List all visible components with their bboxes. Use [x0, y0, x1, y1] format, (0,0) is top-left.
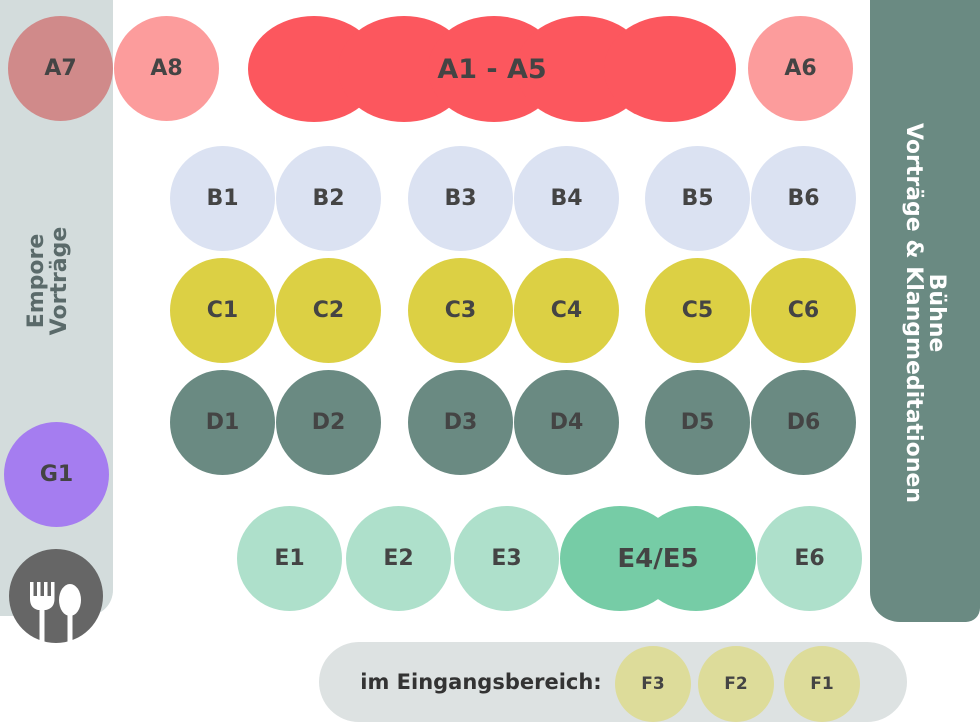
seat-b1[interactable]: B1 [170, 146, 275, 251]
seat-b6-label: B6 [787, 186, 820, 211]
seat-b2[interactable]: B2 [276, 146, 381, 251]
seat-f1[interactable]: F1 [784, 646, 860, 722]
seat-c6[interactable]: C6 [751, 258, 856, 363]
seat-f3[interactable]: F3 [615, 646, 691, 722]
seat-e2[interactable]: E2 [346, 506, 451, 611]
seat-c4-label: C4 [550, 298, 583, 323]
seat-e5-blob [636, 506, 756, 611]
empore-label: Empore Vorträge [23, 211, 73, 351]
fork-spoon-icon [8, 548, 104, 644]
seat-f1-label: F1 [810, 674, 834, 694]
seat-a7[interactable]: A7 [8, 16, 113, 121]
empore-line2: Vorträge [47, 226, 72, 336]
seat-c5-label: C5 [681, 298, 714, 323]
stage-area [870, 0, 980, 622]
seat-d1[interactable]: D1 [170, 370, 275, 475]
seat-d1-label: D1 [205, 410, 240, 435]
seat-d5-label: D5 [680, 410, 715, 435]
seat-d6[interactable]: D6 [751, 370, 856, 475]
seat-e3-label: E3 [491, 546, 522, 571]
seat-e4-e5-label: E4/E5 [617, 543, 699, 574]
seat-a6[interactable]: A6 [748, 16, 853, 121]
seat-g1-label: G1 [39, 462, 74, 487]
empore-line1: Empore [23, 233, 49, 329]
seat-f2[interactable]: F2 [698, 646, 774, 722]
seat-e6-label: E6 [794, 546, 825, 571]
seat-e2-label: E2 [383, 546, 414, 571]
seat-d4[interactable]: D4 [514, 370, 619, 475]
seat-c3-label: C3 [444, 298, 477, 323]
seat-c1[interactable]: C1 [170, 258, 275, 363]
entrance-label: im Eingangsbereich: [360, 670, 602, 694]
seat-d3[interactable]: D3 [408, 370, 513, 475]
seat-d3-label: D3 [443, 410, 478, 435]
seat-c6-label: C6 [787, 298, 820, 323]
seat-b5-label: B5 [681, 186, 714, 211]
seat-c5[interactable]: C5 [645, 258, 750, 363]
seat-a8-label: A8 [150, 56, 183, 81]
seat-d4-label: D4 [549, 410, 584, 435]
seat-a6-label: A6 [784, 56, 817, 81]
fork-spoon-icon-svg [9, 549, 103, 644]
seat-a8[interactable]: A8 [114, 16, 219, 121]
seat-b3-label: B3 [444, 186, 477, 211]
stage-label: Bühne Vorträge & Klangmeditationen [895, 123, 955, 503]
stage-line2: Vorträge & Klangmeditationen [901, 123, 926, 503]
seat-g1[interactable]: G1 [4, 422, 109, 527]
seat-b6[interactable]: B6 [751, 146, 856, 251]
seat-c2[interactable]: C2 [276, 258, 381, 363]
seat-d2[interactable]: D2 [276, 370, 381, 475]
seat-a5-blob [604, 16, 736, 122]
seat-e6[interactable]: E6 [757, 506, 862, 611]
seat-d6-label: D6 [786, 410, 821, 435]
seat-b3[interactable]: B3 [408, 146, 513, 251]
seat-a1-a5-label: A1 - A5 [437, 53, 547, 85]
seat-c1-label: C1 [206, 298, 239, 323]
seat-c4[interactable]: C4 [514, 258, 619, 363]
seat-c2-label: C2 [312, 298, 345, 323]
seat-e3[interactable]: E3 [454, 506, 559, 611]
seat-d5[interactable]: D5 [645, 370, 750, 475]
seat-b4[interactable]: B4 [514, 146, 619, 251]
seat-c3[interactable]: C3 [408, 258, 513, 363]
seat-a1-a5[interactable]: A1 - A5 [248, 16, 736, 122]
seat-b1-label: B1 [206, 186, 239, 211]
stage-line1: Bühne [924, 273, 950, 353]
seat-b5[interactable]: B5 [645, 146, 750, 251]
seat-b4-label: B4 [550, 186, 583, 211]
seat-f3-label: F3 [641, 674, 665, 694]
seat-e1[interactable]: E1 [237, 506, 342, 611]
seat-a7-label: A7 [44, 56, 77, 81]
seat-f2-label: F2 [724, 674, 748, 694]
seat-d2-label: D2 [311, 410, 346, 435]
seat-b2-label: B2 [312, 186, 345, 211]
seat-e1-label: E1 [274, 546, 305, 571]
seat-e4-e5[interactable]: E4/E5 [560, 506, 756, 611]
